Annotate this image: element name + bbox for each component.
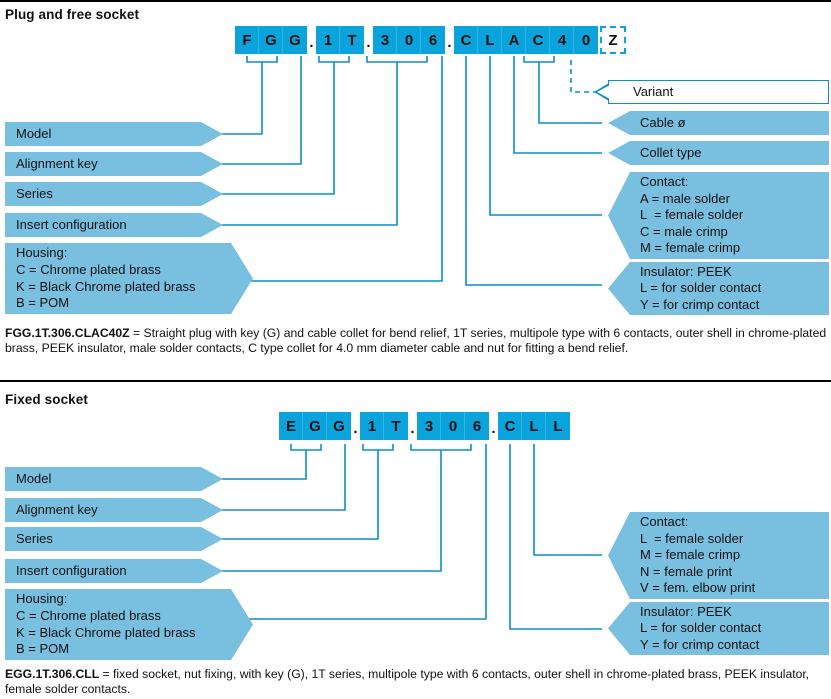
callout-text: Insert configuration: [16, 562, 127, 578]
callout-text: Cable ø: [640, 114, 686, 130]
callout-insert-configuration: Insert configuration: [5, 559, 223, 583]
caption-description: = Straight plug with key (G) and cable c…: [5, 326, 827, 355]
code-cell: 1: [360, 412, 384, 440]
callout-insulator: Insulator: PEEK L = for solder contact Y…: [608, 602, 829, 655]
caption-code: FGG.1T.306.CLAC40Z: [5, 326, 130, 340]
divider-top: [0, 0, 831, 2]
code-group-series: 1 T: [316, 26, 364, 54]
code-group-series: 1 T: [360, 412, 408, 440]
callout-text: Alignment key: [16, 155, 98, 171]
code-cell: 6: [421, 26, 445, 54]
caption-description: = fixed socket, nut fixing, with key (G)…: [5, 667, 810, 696]
code-separator: .: [489, 412, 498, 440]
code-row-plug: F G G . 1 T . 3 0 6 . C L A C 4 0 Z: [235, 26, 626, 54]
code-cell: G: [259, 26, 283, 54]
callout-text: Model: [16, 125, 52, 141]
code-cell: T: [384, 412, 408, 440]
code-cell: A: [502, 26, 526, 54]
callout-alignment-key: Alignment key: [5, 498, 223, 522]
callout-model: Model: [5, 467, 223, 491]
callout-text: Variant: [633, 83, 674, 99]
callout-housing: Housing: C = Chrome plated brass K = Bla…: [5, 243, 253, 314]
code-separator: .: [307, 26, 316, 54]
code-cell: L: [522, 412, 546, 440]
callout-series: Series: [5, 527, 223, 551]
code-cell: 3: [373, 26, 397, 54]
code-cell: C: [454, 26, 478, 54]
callout-series: Series: [5, 182, 223, 206]
section-title-fixed: Fixed socket: [5, 392, 88, 407]
callout-text: Housing: C = Chrome plated brass K = Bla…: [16, 591, 196, 657]
section-title-plug: Plug and free socket: [5, 7, 140, 22]
callout-text: Contact: A = male solder L = female sold…: [640, 174, 744, 256]
callout-contact: Contact: A = male solder L = female sold…: [608, 172, 829, 259]
callout-insert-configuration: Insert configuration: [5, 213, 223, 237]
code-separator: .: [364, 26, 373, 54]
callout-alignment-key: Alignment key: [5, 152, 223, 176]
callout-text: Insulator: PEEK L = for solder contact Y…: [640, 263, 762, 312]
code-group-suffix: C L L: [498, 412, 570, 440]
callout-text: Collet type: [640, 144, 702, 160]
code-cell: G: [327, 412, 351, 440]
code-cell: F: [235, 26, 259, 54]
code-cell: L: [478, 26, 502, 54]
code-cell: 6: [465, 412, 489, 440]
code-cell: 0: [441, 412, 465, 440]
callout-text: Contact: L = female solder M = female cr…: [640, 514, 756, 596]
callout-model: Model: [5, 122, 223, 146]
callout-housing: Housing: C = Chrome plated brass K = Bla…: [5, 589, 253, 660]
callout-variant: Variant: [608, 80, 829, 104]
code-cell: 0: [397, 26, 421, 54]
callout-cable-diameter: Cable ø: [608, 111, 829, 135]
callout-text: Insulator: PEEK L = for solder contact Y…: [640, 603, 762, 652]
callout-text: Series: [16, 185, 53, 201]
code-separator: .: [351, 412, 360, 440]
caption-fixed: EGG.1T.306.CLL = fixed socket, nut fixin…: [5, 667, 827, 697]
caption-code: EGG.1T.306.CLL: [5, 667, 100, 681]
code-cell: 3: [417, 412, 441, 440]
code-cell: G: [283, 26, 307, 54]
code-cell: L: [546, 412, 570, 440]
divider-middle: [0, 380, 831, 382]
caption-plug: FGG.1T.306.CLAC40Z = Straight plug with …: [5, 326, 827, 356]
code-separator: .: [408, 412, 417, 440]
code-group-insert: 3 0 6: [373, 26, 445, 54]
code-group-model: F G G: [235, 26, 307, 54]
code-cell: G: [303, 412, 327, 440]
callout-collet-type: Collet type: [608, 141, 829, 165]
code-separator: .: [445, 26, 454, 54]
code-cell-variant: Z: [600, 26, 626, 54]
code-cell: T: [340, 26, 364, 54]
callout-contact: Contact: L = female solder M = female cr…: [608, 512, 829, 599]
callout-text: Model: [16, 470, 52, 486]
callout-text: Series: [16, 530, 53, 546]
callout-insulator: Insulator: PEEK L = for solder contact Y…: [608, 262, 829, 315]
code-group-insert: 3 0 6: [417, 412, 489, 440]
code-row-fixed: E G G . 1 T . 3 0 6 . C L L: [279, 412, 570, 440]
code-cell: C: [526, 26, 550, 54]
code-cell: E: [279, 412, 303, 440]
callout-text: Alignment key: [16, 501, 98, 517]
code-group-model: E G G: [279, 412, 351, 440]
callout-text: Insert configuration: [16, 216, 127, 232]
callout-text: Housing: C = Chrome plated brass K = Bla…: [16, 245, 196, 311]
code-group-suffix: C L A C 4 0: [454, 26, 598, 54]
code-cell: 4: [550, 26, 574, 54]
code-cell: C: [498, 412, 522, 440]
code-cell: 1: [316, 26, 340, 54]
code-cell: 0: [574, 26, 598, 54]
